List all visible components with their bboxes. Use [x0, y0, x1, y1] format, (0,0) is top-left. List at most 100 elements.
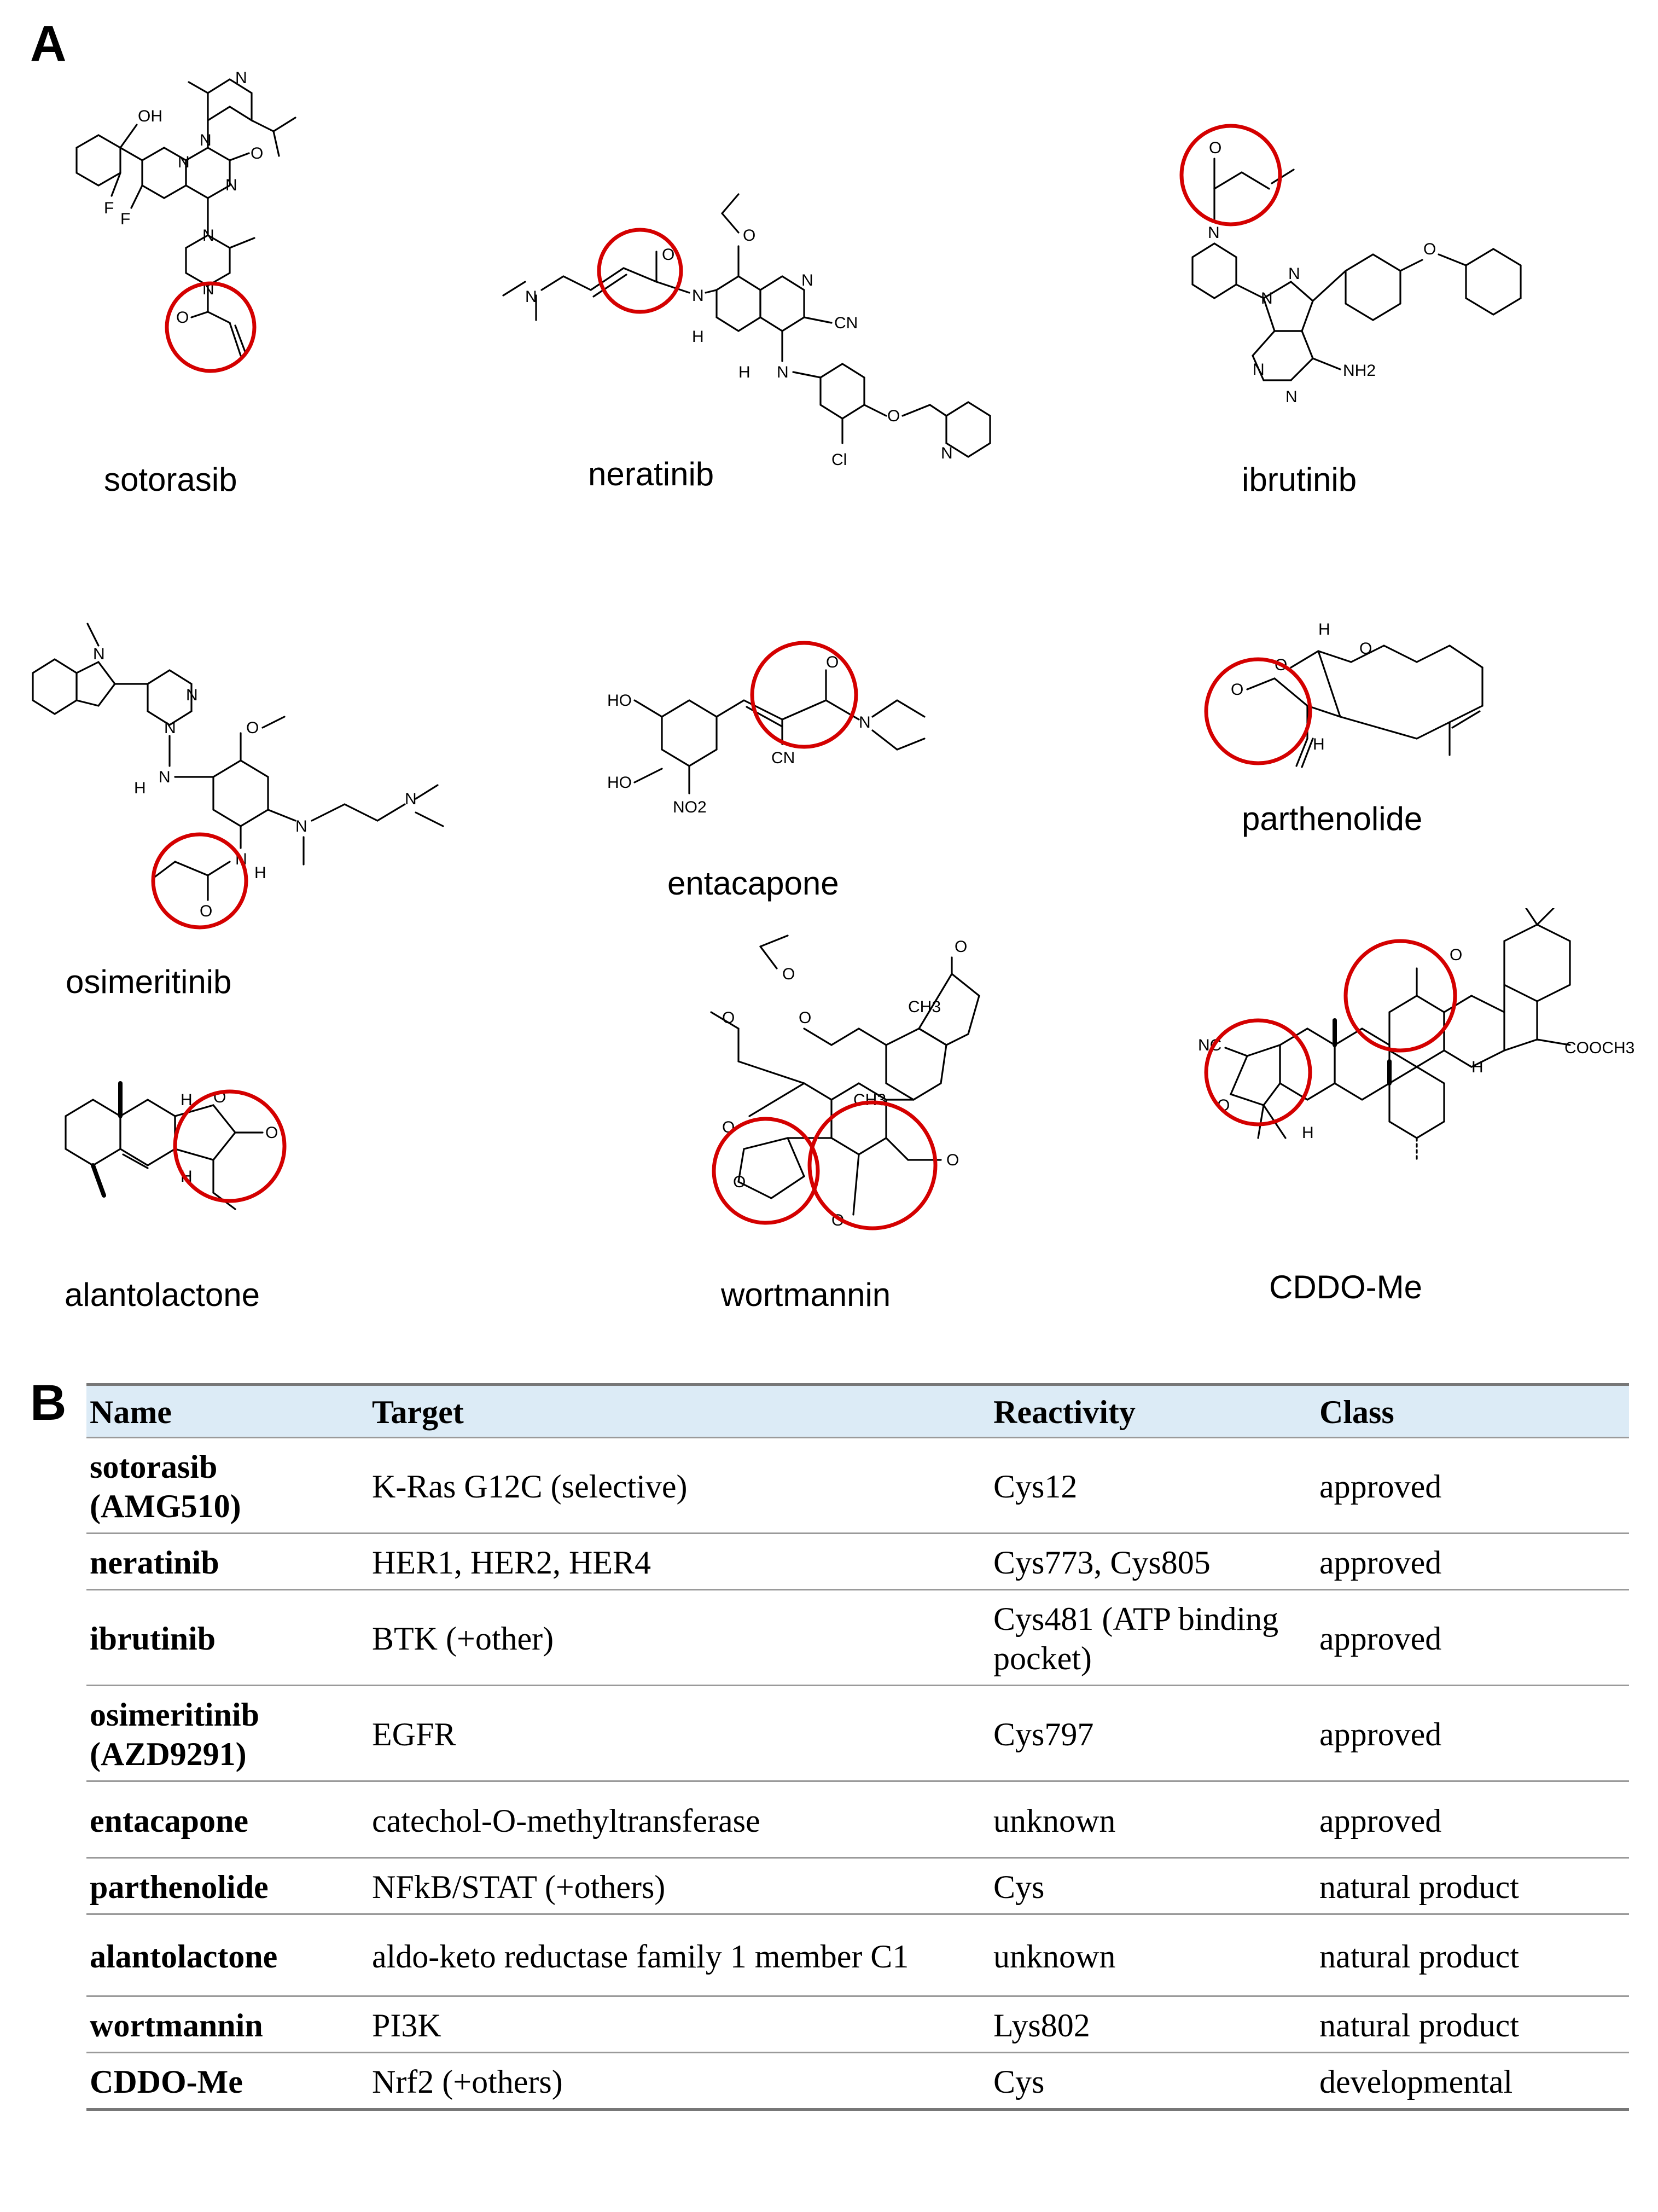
atom-label: NH2: [1343, 362, 1376, 380]
atom-label: N: [525, 288, 537, 306]
atom-label: N: [692, 287, 704, 305]
reactive-group-highlight: [712, 1117, 820, 1225]
atom-label: CN: [834, 314, 858, 332]
atom-label: N: [859, 713, 871, 731]
compound-name-neratinib: neratinib: [588, 456, 714, 492]
cddo-me-structure: COOCH3 H O NC O H: [1176, 908, 1657, 1247]
table-row: parthenolide NFkB/STAT (+others) Cys nat…: [86, 1857, 1629, 1915]
alantolactone-structure: H H O O: [49, 1050, 399, 1258]
cell-reactivity: Cys773, Cys805: [990, 1533, 1316, 1590]
atom-label: F: [120, 210, 130, 228]
osimeritinib-structure: N N N N H O N N N H O: [11, 602, 481, 930]
atom-label: O: [246, 719, 259, 737]
atom-label: O: [176, 309, 189, 327]
atom-label: O: [722, 1009, 735, 1027]
atom-label: N: [1285, 388, 1298, 406]
cell-name: osimeritinib (AZD9291): [86, 1685, 369, 1782]
reactive-group-highlight: [173, 1089, 287, 1203]
compound-name-osimeritinib: osimeritinib: [66, 963, 232, 1000]
atom-label: O: [251, 144, 263, 162]
cell-reactivity: Cys797: [990, 1685, 1316, 1782]
cell-target: K-Ras G12C (selective): [369, 1437, 990, 1534]
cell-reactivity: Cys: [990, 1857, 1316, 1915]
column-header-target: Target: [369, 1383, 990, 1438]
atom-label: O: [782, 965, 795, 983]
atom-label: N: [93, 645, 105, 663]
atom-label: CN: [771, 749, 795, 767]
cell-class: approved: [1316, 1781, 1629, 1859]
compound-name-wortmannin: wortmannin: [721, 1276, 891, 1313]
reactive-group-highlight: [597, 228, 683, 314]
reactive-group-highlight: [1343, 939, 1457, 1053]
atom-label: N: [202, 227, 214, 245]
cell-class: approved: [1316, 1437, 1629, 1534]
cell-target: Nrf2 (+others): [369, 2052, 990, 2111]
panel-label-b: B: [30, 1375, 67, 1431]
reactive-group-highlight: [807, 1100, 938, 1230]
atom-label: N: [200, 131, 212, 149]
table-row: osimeritinib (AZD9291) EGFR Cys797 appro…: [86, 1685, 1629, 1782]
cell-name: wortmannin: [86, 1996, 369, 2053]
ibrutinib-structure: O N N N N N NH2 O: [1171, 107, 1652, 446]
atom-label: O: [1450, 946, 1462, 964]
reactive-group-highlight: [1204, 657, 1312, 765]
atom-label: N: [164, 719, 176, 737]
atom-label: H: [1313, 735, 1325, 753]
atom-label: CH3: [853, 1091, 886, 1109]
atom-label: O: [887, 407, 900, 425]
cell-name: neratinib: [86, 1533, 369, 1590]
cell-target: EGFR: [369, 1685, 990, 1782]
cell-name: parthenolide: [86, 1857, 369, 1915]
atom-label: O: [1423, 240, 1436, 258]
atom-label: HO: [607, 692, 632, 710]
cell-class: developmental: [1316, 2052, 1629, 2111]
cell-target: BTK (+other): [369, 1589, 990, 1686]
table-row: entacapone catechol-O-methyltransferase …: [86, 1781, 1629, 1859]
atom-label: H: [1302, 1124, 1314, 1142]
atom-label: N: [941, 444, 953, 462]
atom-label: H: [254, 864, 266, 882]
atom-label: F: [104, 199, 114, 217]
atom-label: N: [801, 271, 813, 289]
compound-name-cddo-me: CDDO-Me: [1269, 1269, 1422, 1305]
cell-target: HER1, HER2, HER4: [369, 1533, 990, 1590]
compound-name-alantolactone: alantolactone: [65, 1276, 260, 1313]
atom-label: O: [1231, 681, 1243, 699]
atom-label: N: [1261, 289, 1273, 307]
table-row: ibrutinib BTK (+other) Cys481 (ATP bindi…: [86, 1589, 1629, 1686]
sotorasib-structure: OH F N F N N O N N N O: [55, 49, 361, 465]
cell-target: PI3K: [369, 1996, 990, 2053]
cell-reactivity: unknown: [990, 1781, 1316, 1859]
atom-label: N: [1288, 265, 1300, 283]
cell-class: natural product: [1316, 1996, 1629, 2053]
atom-label: N: [235, 69, 247, 87]
atom-label: N: [777, 363, 789, 381]
atom-label: HO: [607, 774, 632, 792]
wortmannin-structure: O O O O O O O CH3 CH3 O: [678, 919, 1028, 1269]
atom-label: O: [743, 227, 755, 245]
cell-reactivity: Cys481 (ATP binding pocket): [990, 1589, 1316, 1686]
cell-name: entacapone: [86, 1781, 369, 1859]
reactive-group-highlight: [1179, 124, 1282, 227]
atom-label: O: [826, 653, 839, 671]
atom-label: O: [265, 1124, 278, 1142]
column-header-reactivity: Reactivity: [990, 1383, 1316, 1438]
atom-label: H: [181, 1091, 193, 1109]
atom-label: N: [1208, 224, 1220, 242]
atom-label: H: [738, 363, 751, 381]
table-row: neratinib HER1, HER2, HER4 Cys773, Cys80…: [86, 1533, 1629, 1590]
compound-table: Name Target Reactivity Class sotorasib (…: [86, 1383, 1629, 2111]
column-header-name: Name: [86, 1383, 369, 1438]
table-row: wortmannin PI3K Lys802 natural product: [86, 1996, 1629, 2053]
cell-class: approved: [1316, 1589, 1629, 1686]
panel-label-a: A: [30, 16, 67, 72]
reactive-group-highlight: [165, 281, 257, 373]
parthenolide-structure: H O O H O: [1176, 607, 1559, 815]
table-row: alantolactone aldo-keto reductase family…: [86, 1914, 1629, 1997]
atom-label: H: [1318, 620, 1330, 638]
cell-reactivity: unknown: [990, 1914, 1316, 1997]
atom-label: H: [692, 328, 704, 346]
cell-target: catechol-O-methyltransferase: [369, 1781, 990, 1859]
cell-target: NFkB/STAT (+others): [369, 1857, 990, 1915]
neratinib-structure: N O N H O N CN N H Cl O N: [481, 159, 1127, 498]
